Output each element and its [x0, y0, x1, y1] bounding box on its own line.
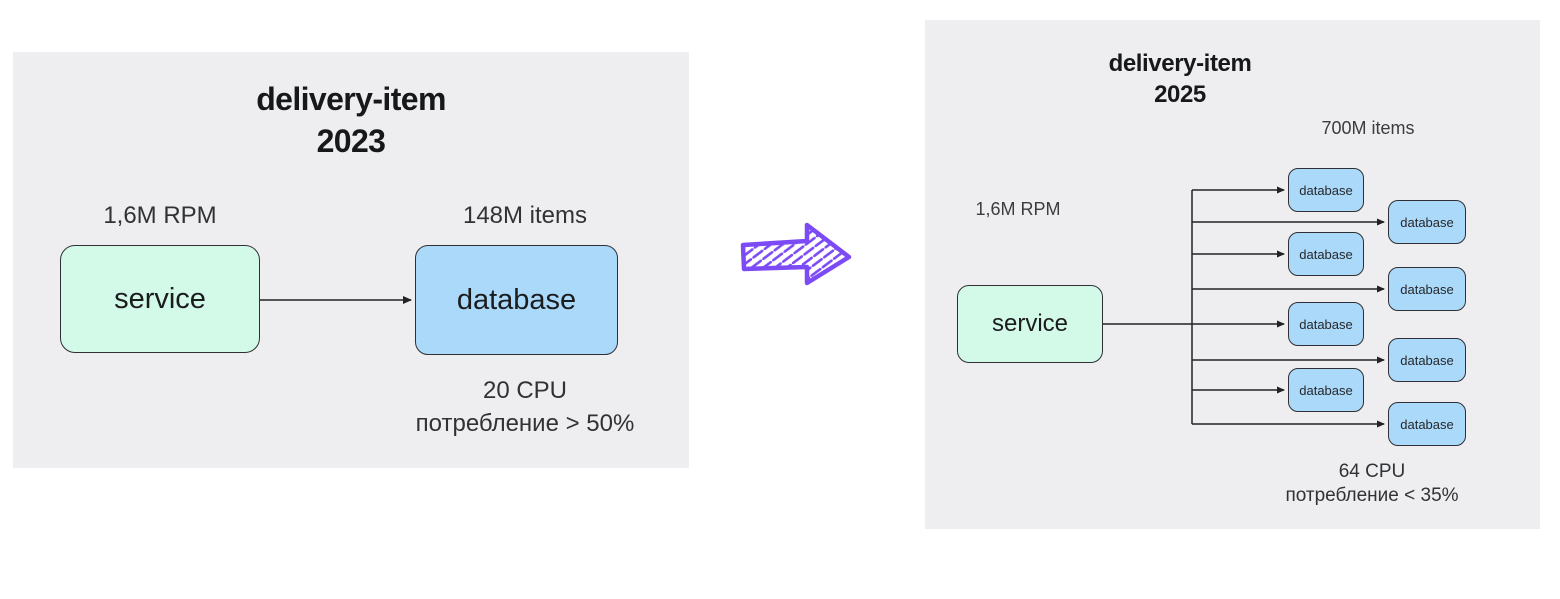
cpu-footnote-2025-line1: 64 CPU [1338, 461, 1406, 482]
items-metric-label-2025: 700M items [1321, 118, 1415, 138]
cpu-footnote-2023-line1: 20 CPU [482, 377, 568, 404]
database-shard-node: database [1288, 232, 1364, 276]
rpm-metric-label: 1,6M RPM [103, 202, 217, 229]
database-shard-node: database [1388, 338, 1466, 382]
database-shard-label: database [1299, 382, 1353, 398]
cpu-footnote-2023: 20 CPU потребление > 50% [360, 374, 690, 440]
database-shard-node: database [1388, 200, 1466, 244]
database-shard-label: database [1299, 316, 1353, 332]
transform-right-arrow-icon [740, 222, 852, 286]
cpu-footnote-2025-line2: потребление < 35% [1285, 485, 1459, 506]
service-node: service [60, 245, 260, 353]
database-shard-node: database [1288, 368, 1364, 412]
database-shard-node: database [1288, 302, 1364, 346]
rpm-metric-label-2025: 1,6M RPM [975, 199, 1061, 219]
database-shard-label: database [1400, 416, 1454, 432]
service-node-2025-label: service [991, 310, 1069, 337]
panel-2023-title-line1: delivery-item [256, 81, 446, 117]
panel-2025-title: delivery-item 2025 [925, 48, 1435, 110]
panel-2025-title-line1: delivery-item [1108, 50, 1252, 77]
database-shard-label: database [1299, 246, 1353, 262]
service-node-2025: service [957, 285, 1103, 363]
database-node: database [415, 245, 618, 355]
database-shard-node: database [1288, 168, 1364, 212]
panel-2023-title-line2: 2023 [316, 123, 386, 159]
panel-2025-title-line2: 2025 [1154, 81, 1206, 108]
panel-2023: delivery-item 2023 1,6M RPM 148M items s… [13, 52, 689, 468]
database-shard-label: database [1400, 214, 1454, 230]
panel-2023-title: delivery-item 2023 [13, 78, 689, 162]
database-shard-label: database [1400, 352, 1454, 368]
hand-drawn-arrow-shape [740, 222, 852, 286]
cpu-footnote-2025: 64 CPU потребление < 35% [1222, 460, 1522, 508]
database-shard-node: database [1388, 267, 1466, 311]
database-shard-node: database [1388, 402, 1466, 446]
database-shard-label: database [1400, 281, 1454, 297]
database-shard-label: database [1299, 182, 1353, 198]
service-node-label: service [114, 282, 206, 315]
items-metric-label: 148M items [462, 202, 588, 229]
cpu-footnote-2023-line2: потребление > 50% [415, 410, 635, 437]
database-node-label: database [456, 283, 577, 316]
panel-2025: delivery-item 2025 700M items 1,6M RPM s… [925, 20, 1540, 529]
